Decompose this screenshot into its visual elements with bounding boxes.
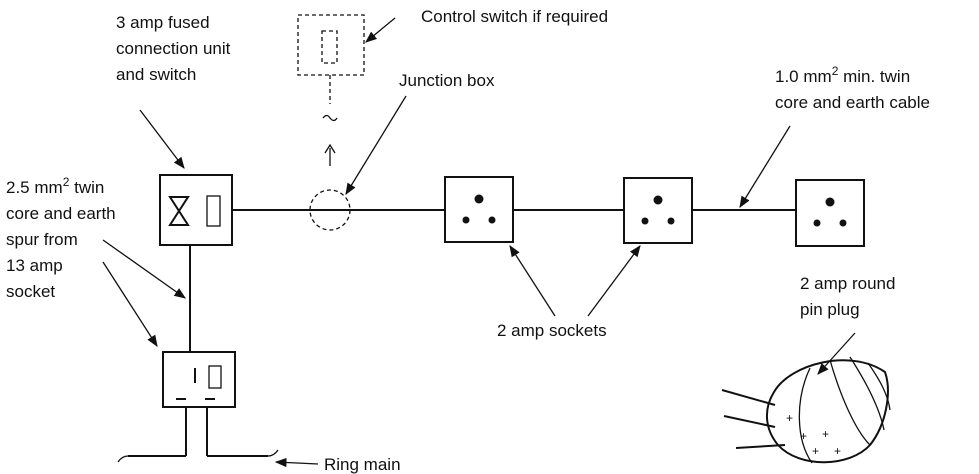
svg-text:+: + xyxy=(786,411,793,425)
cable-1mm-label: 1.0 mm2 min. twin xyxy=(775,64,910,86)
socket-2amp-3 xyxy=(795,179,865,247)
control-switch xyxy=(297,14,365,166)
fused-connection-unit xyxy=(159,174,233,246)
spur-label-rest: core and earth spur from 13 amp socket xyxy=(6,204,120,301)
cable-1mm-label-line2: core and earth cable xyxy=(775,93,930,112)
ring-main-label: Ring main xyxy=(324,455,401,474)
socket-2amp-2 xyxy=(623,177,693,244)
round-pin-plug-icon: + + + + + xyxy=(721,356,891,464)
sockets-label: 2 amp sockets xyxy=(497,321,607,340)
ring-main-cable xyxy=(117,407,279,463)
spur-label: 2.5 mm2 twin xyxy=(6,175,104,197)
control-switch-label: Control switch if required xyxy=(421,7,608,26)
junction-box-label: Junction box xyxy=(399,71,495,90)
svg-text:+: + xyxy=(812,444,819,458)
leader-arrows xyxy=(102,17,856,468)
13-amp-socket xyxy=(162,351,236,408)
unit-switch-icon xyxy=(206,195,221,227)
junction-box xyxy=(309,189,351,231)
socket-2amp-1 xyxy=(444,176,514,243)
fuse-symbol xyxy=(168,196,190,226)
socket-switch-icon xyxy=(208,365,222,389)
svg-text:+: + xyxy=(822,427,829,441)
svg-text:+: + xyxy=(834,444,841,458)
plug-label: 2 amp round pin plug xyxy=(800,274,900,319)
svg-text:+: + xyxy=(800,429,807,443)
fused-unit-label: 3 amp fused connection unit and switch xyxy=(116,13,235,84)
